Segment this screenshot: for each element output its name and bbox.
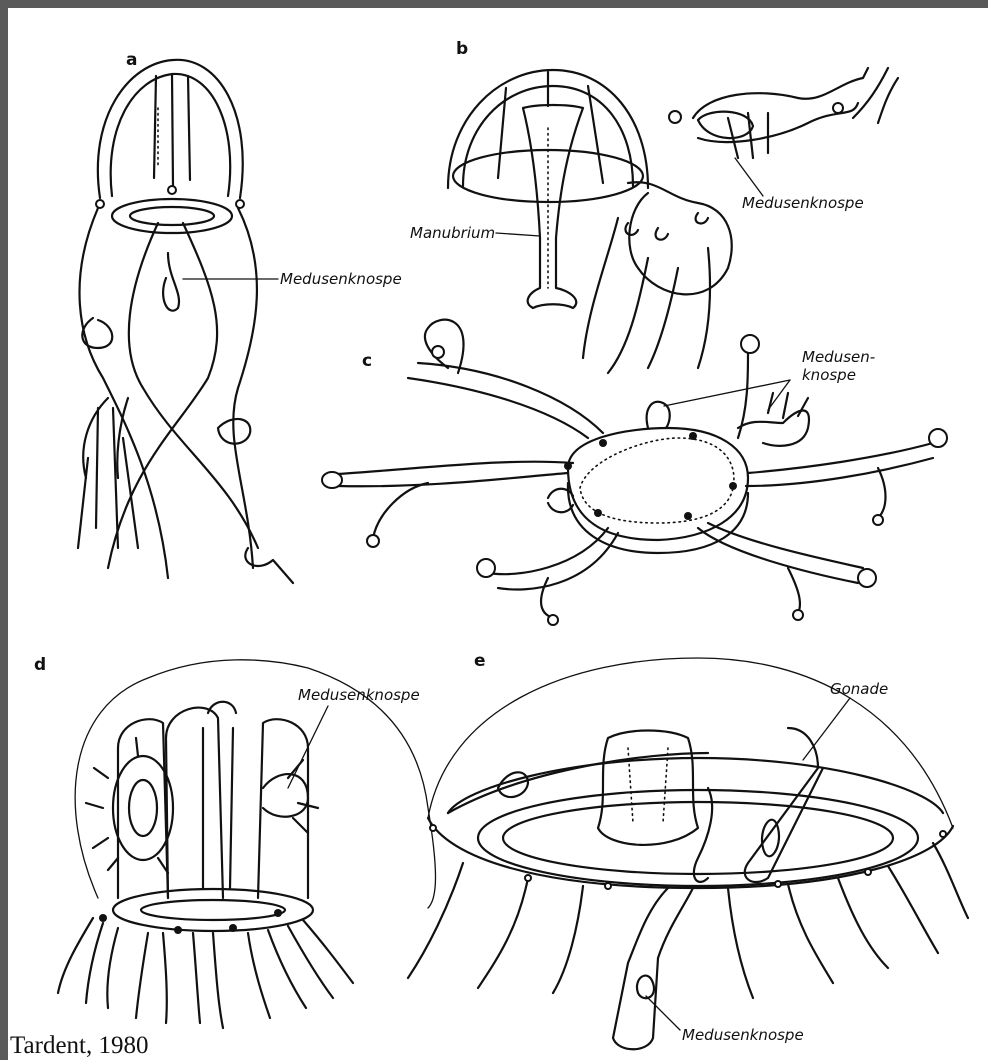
drawing-d-medusa xyxy=(58,660,436,1028)
drawing-e-medusa xyxy=(408,658,968,1049)
source-credit: Tardent, 1980 xyxy=(10,1032,157,1060)
panel-label-c: c xyxy=(362,351,372,371)
drawing-a-medusa xyxy=(78,60,293,583)
medusa-budding-drawings: a Medusenknospe b Manubrium Medusenknosp… xyxy=(8,8,988,1060)
drawing-b-medusa xyxy=(448,68,898,373)
annotation-e-medusenknospe: Medusenknospe xyxy=(682,1026,804,1044)
annotation-b-medusenknospe: Medusenknospe xyxy=(742,194,864,212)
annotation-c-medusen-line1: Medusen- xyxy=(802,348,875,366)
panel-label-d: d xyxy=(34,655,46,675)
annotation-e-gonade: Gonade xyxy=(830,680,888,698)
pointer-line-b-manubrium xyxy=(496,233,540,236)
illustration-sheet: a Medusenknospe b Manubrium Medusenknosp… xyxy=(8,8,988,1060)
annotation-c-medusen-line2: knospe xyxy=(802,366,856,384)
panel-label-a: a xyxy=(126,50,137,70)
annotation-b-manubrium: Manubrium xyxy=(410,224,495,242)
pointer-line-e-medusenknospe xyxy=(646,996,680,1030)
annotation-d-medusenknospe: Medusenknospe xyxy=(298,686,420,704)
pointer-line-b-medusenknospe xyxy=(735,158,763,196)
annotation-a-medusenknospe: Medusenknospe xyxy=(280,270,402,288)
panel-label-e: e xyxy=(474,651,486,671)
panel-label-b: b xyxy=(456,39,468,59)
pointer-line-e-gonade xyxy=(803,698,850,760)
